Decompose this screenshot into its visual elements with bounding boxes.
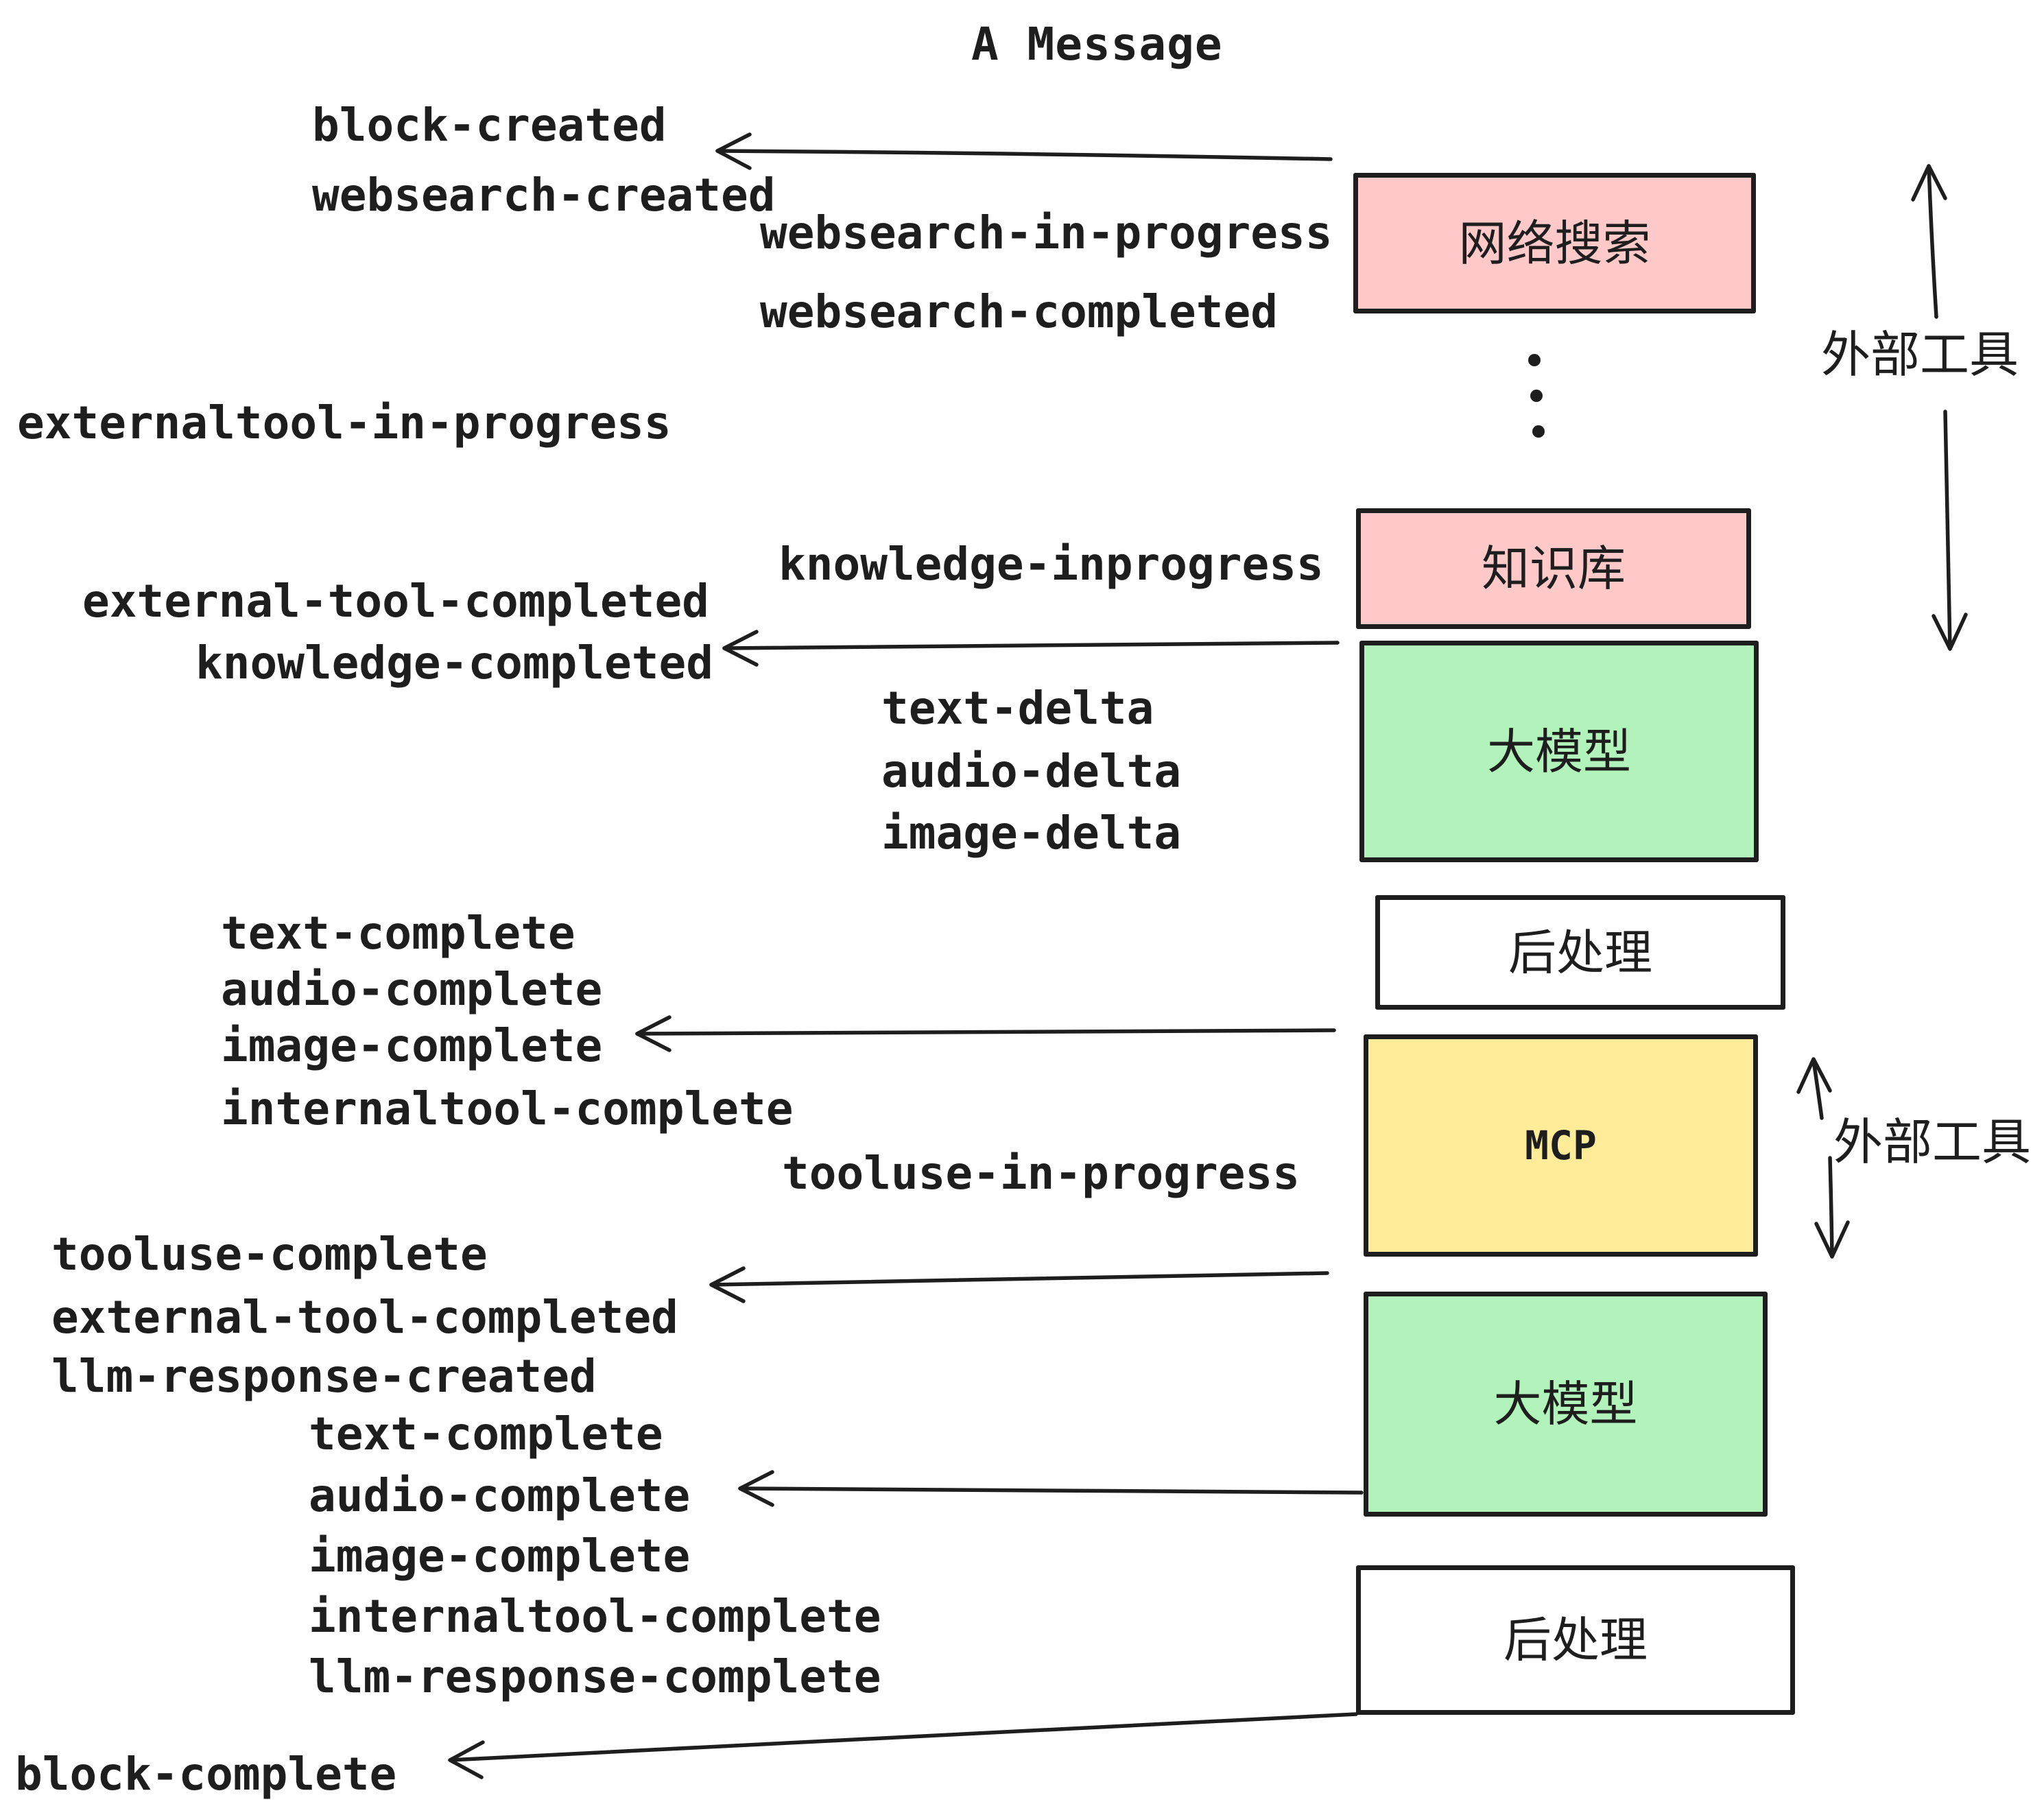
box-postprocess-2-label: 后处理: [1504, 1613, 1648, 1667]
event-external-tool-completed-1: external-tool-completed: [82, 575, 709, 628]
event-audio-delta-1: audio-delta: [881, 745, 1182, 798]
box-llm-2: 大模型: [1364, 1292, 1768, 1517]
event-tooluse-in-progress: tooluse-in-progress: [782, 1147, 1300, 1200]
event-text-complete-2: text-complete: [309, 1408, 663, 1460]
arrow-to-knowledge-completed: [722, 630, 1340, 667]
event-websearch-in-progress: websearch-in-progress: [760, 206, 1333, 259]
double-arrow-external-tools-mid: [1796, 1057, 1850, 1259]
event-llm-response-complete: llm-response-complete: [309, 1650, 881, 1703]
event-text-delta-1: text-delta: [881, 682, 1154, 735]
box-llm-1-label: 大模型: [1487, 724, 1631, 779]
event-audio-complete-1: audio-complete: [221, 963, 603, 1016]
vertical-ellipsis-dot-2: [1530, 390, 1543, 402]
external-tools-label-mid: 外部工具: [1833, 1115, 2032, 1170]
event-llm-response-created: llm-response-created: [51, 1350, 597, 1403]
event-externaltool-in-progress: externaltool-in-progress: [17, 396, 672, 449]
box-websearch-label: 网络搜索: [1458, 216, 1651, 270]
external-tools-label-top: 外部工具: [1821, 328, 2019, 383]
event-block-complete: block-complete: [15, 1748, 397, 1801]
box-llm-1: 大模型: [1359, 641, 1759, 862]
event-audio-complete-2: audio-complete: [309, 1469, 691, 1522]
box-websearch: 网络搜索: [1353, 173, 1756, 313]
event-internaltool-complete-2: internaltool-complete: [309, 1590, 881, 1643]
arrow-to-audio-complete-2: [738, 1470, 1364, 1507]
event-external-tool-completed-2: external-tool-completed: [51, 1291, 678, 1344]
event-websearch-completed: websearch-completed: [760, 285, 1278, 338]
box-postprocess-1-label: 后处理: [1508, 925, 1652, 980]
box-postprocess-2: 后处理: [1356, 1565, 1795, 1715]
arrow-to-block-created: [715, 132, 1333, 170]
event-knowledge-completed: knowledge-completed: [195, 637, 713, 689]
event-text-complete-1: text-complete: [221, 907, 575, 960]
double-arrow-external-tools-top: [1911, 164, 1968, 651]
event-tooluse-complete: tooluse-complete: [51, 1228, 488, 1281]
event-knowledge-inprogress: knowledge-inprogress: [779, 538, 1324, 591]
event-image-delta-1: image-delta: [881, 807, 1182, 859]
vertical-ellipsis-dot-1: [1528, 354, 1541, 366]
event-block-created: block-created: [312, 99, 667, 152]
vertical-ellipsis-dot-3: [1532, 425, 1545, 438]
event-image-complete-2: image-complete: [309, 1530, 691, 1582]
box-llm-2-label: 大模型: [1493, 1377, 1638, 1431]
event-image-complete-1: image-complete: [221, 1019, 603, 1072]
event-internaltool-complete-1: internaltool-complete: [221, 1082, 794, 1135]
box-knowledge: 知识库: [1356, 508, 1751, 629]
box-mcp: MCP: [1364, 1034, 1758, 1257]
event-websearch-created: websearch-created: [312, 169, 776, 222]
arrow-to-image-complete-1: [635, 1015, 1336, 1052]
arrow-to-block-complete: [448, 1712, 1358, 1779]
box-knowledge-label: 知识库: [1482, 542, 1626, 595]
box-postprocess-1: 后处理: [1375, 895, 1785, 1010]
box-mcp-label: MCP: [1525, 1122, 1597, 1169]
diagram-title: A Message: [971, 18, 1223, 71]
arrow-to-external-tool-completed-2: [709, 1266, 1329, 1303]
